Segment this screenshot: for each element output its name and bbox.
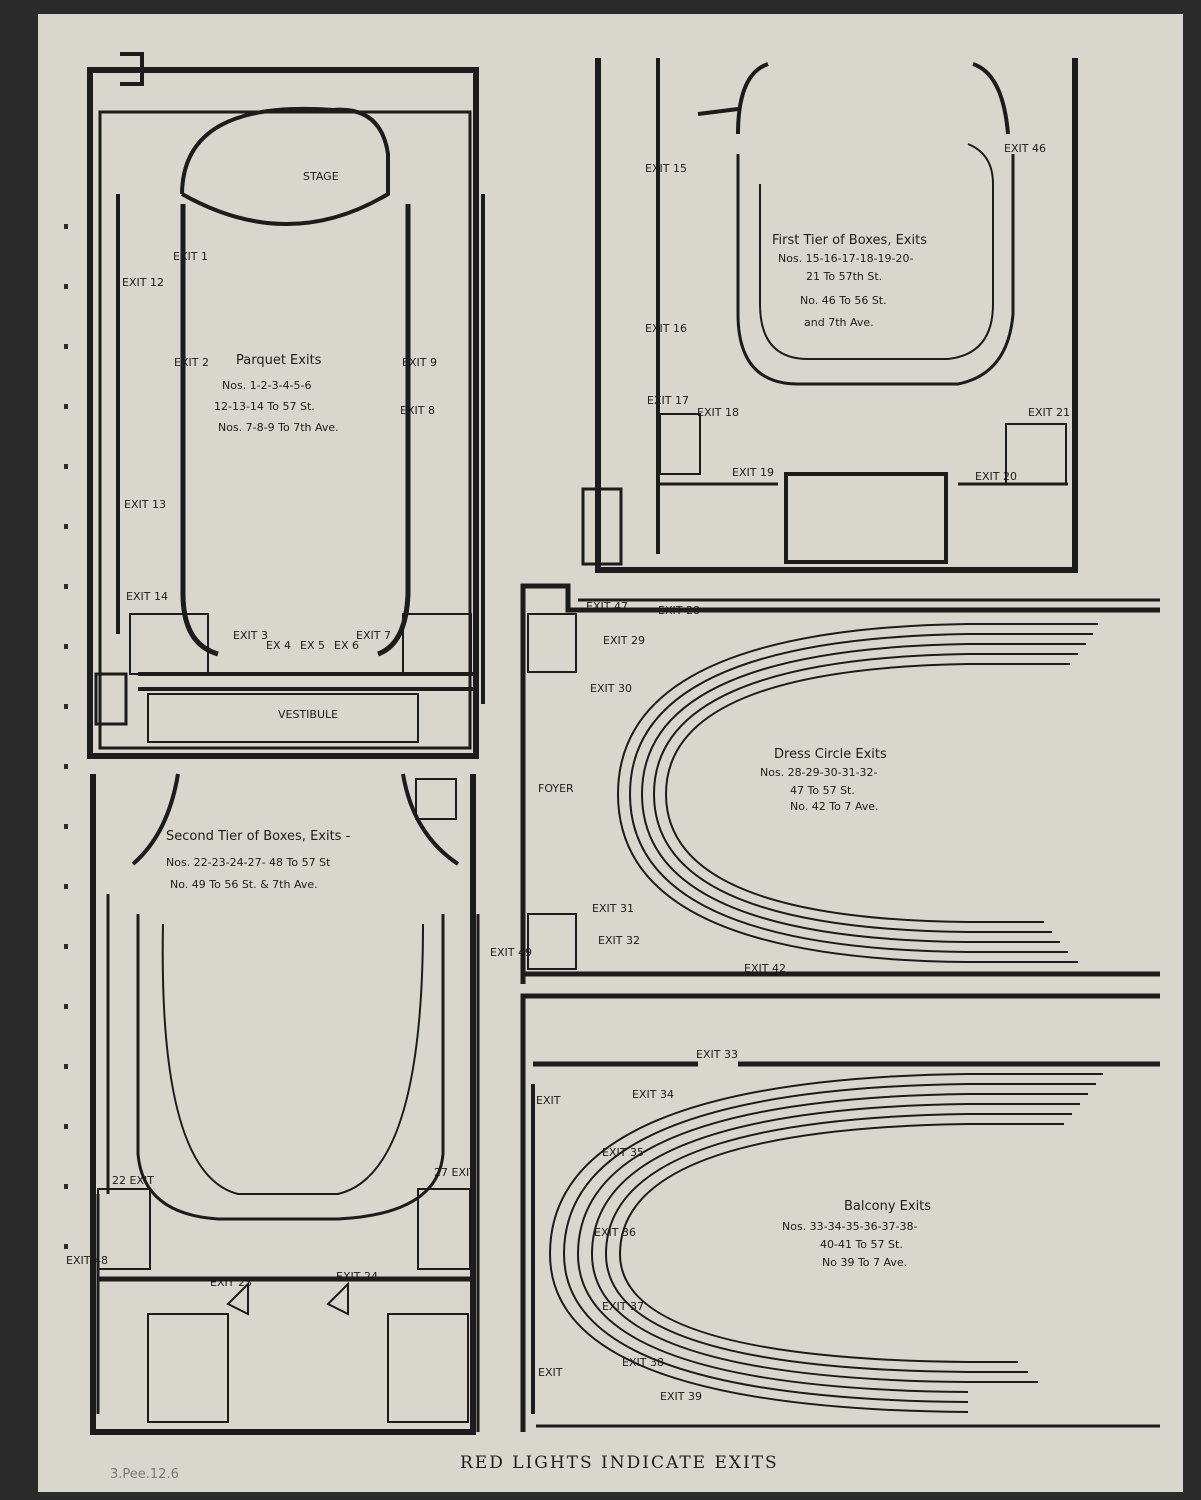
exit-balcony-lower: EXIT <box>538 1366 563 1379</box>
exit-24: EXIT 24 <box>336 1270 378 1283</box>
parquet-line-2: 12-13-14 To 57 St. <box>214 400 315 413</box>
binding-holes <box>64 224 68 1249</box>
exit-31: EXIT 31 <box>592 902 634 915</box>
exit-38: EXIT 38 <box>622 1356 664 1369</box>
exit-33: EXIT 33 <box>696 1048 738 1061</box>
exit-29: EXIT 29 <box>603 634 645 647</box>
second-tier-line-1: Nos. 22-23-24-27- 48 To 57 St <box>166 856 331 869</box>
exit-5: EX 5 <box>300 639 325 652</box>
exit-14: EXIT 14 <box>126 590 168 603</box>
dress-circle-plan <box>520 583 1160 984</box>
balcony-title: Balcony Exits <box>844 1199 931 1214</box>
dress-circle-line-2: 47 To 57 St. <box>790 784 855 797</box>
second-tier-plan <box>90 773 480 1435</box>
second-tier-title: Second Tier of Boxes, Exits - <box>166 829 351 844</box>
exit-7: EXIT 7 <box>356 629 391 642</box>
first-tier-line-4: and 7th Ave. <box>804 316 874 329</box>
exit-4: EX 4 <box>266 639 291 652</box>
exit-15: EXIT 15 <box>645 162 687 175</box>
exit-49: EXIT 49 <box>490 946 532 959</box>
vestibule-label: VESTIBULE <box>278 708 338 721</box>
foyer-label: FOYER <box>538 782 574 795</box>
exit-2: EXIT 2 <box>174 356 209 369</box>
exit-21: EXIT 21 <box>1028 406 1070 419</box>
exit-30: EXIT 30 <box>590 682 632 695</box>
exit-23: EXIT 23 <box>210 1276 252 1289</box>
exit-17: EXIT 17 <box>647 394 689 407</box>
balcony-line-3: No 39 To 7 Ave. <box>822 1256 907 1269</box>
exit-22: 22 EXIT <box>112 1174 154 1187</box>
exit-12: EXIT 12 <box>122 276 164 289</box>
exit-19: EXIT 19 <box>732 466 774 479</box>
program-page: STAGE VESTIBULE Parquet Exits Nos. 1-2-3… <box>38 14 1183 1492</box>
balcony-line-1: Nos. 33-34-35-36-37-38- <box>782 1220 918 1233</box>
exit-16: EXIT 16 <box>645 322 687 335</box>
exit-13: EXIT 13 <box>124 498 166 511</box>
exit-27: 27 EXIT <box>434 1166 476 1179</box>
dress-circle-line-3: No. 42 To 7 Ave. <box>790 800 878 813</box>
stage-label: STAGE <box>303 170 339 183</box>
exit-37: EXIT 37 <box>602 1300 644 1313</box>
parquet-plan <box>87 52 485 759</box>
exit-1: EXIT 1 <box>173 250 208 263</box>
first-tier-line-3: No. 46 To 56 St. <box>800 294 887 307</box>
exit-47: EXIT 47 <box>586 600 628 613</box>
first-tier-plan <box>581 58 1078 573</box>
exit-8: EXIT 8 <box>400 404 435 417</box>
dress-circle-title: Dress Circle Exits <box>774 747 887 762</box>
balcony-line-2: 40-41 To 57 St. <box>820 1238 903 1251</box>
exits-caption: RED LIGHTS INDICATE EXITS <box>460 1453 779 1473</box>
dress-circle-line-1: Nos. 28-29-30-31-32- <box>760 766 878 779</box>
exit-39: EXIT 39 <box>660 1390 702 1403</box>
theatre-floor-plans: STAGE VESTIBULE Parquet Exits Nos. 1-2-3… <box>64 52 1160 1482</box>
parquet-line-1: Nos. 1-2-3-4-5-6 <box>222 379 312 392</box>
exit-35: EXIT 35 <box>602 1146 644 1159</box>
exit-18: EXIT 18 <box>697 406 739 419</box>
exit-balcony-upper: EXIT <box>536 1094 561 1107</box>
exit-32: EXIT 32 <box>598 934 640 947</box>
parquet-title: Parquet Exits <box>236 353 322 368</box>
balcony-plan <box>520 993 1160 1432</box>
exit-48: EXIT 48 <box>66 1254 108 1267</box>
exit-6: EX 6 <box>334 639 359 652</box>
exit-42: EXIT 42 <box>744 962 786 975</box>
exit-9: EXIT 9 <box>402 356 437 369</box>
exit-28: EXIT 28 <box>658 604 700 617</box>
pencil-note: 3.Pee.12.6 <box>110 1467 179 1482</box>
first-tier-line-1: Nos. 15-16-17-18-19-20- <box>778 252 914 265</box>
exit-36: EXIT 36 <box>594 1226 636 1239</box>
exit-34: EXIT 34 <box>632 1088 674 1101</box>
exit-3: EXIT 3 <box>233 629 268 642</box>
first-tier-line-2: 21 To 57th St. <box>806 270 882 283</box>
first-tier-title: First Tier of Boxes, Exits <box>772 233 927 248</box>
parquet-line-3: Nos. 7-8-9 To 7th Ave. <box>218 421 339 434</box>
exit-20: EXIT 20 <box>975 470 1017 483</box>
second-tier-line-2: No. 49 To 56 St. & 7th Ave. <box>170 878 318 891</box>
exit-46: EXIT 46 <box>1004 142 1046 155</box>
